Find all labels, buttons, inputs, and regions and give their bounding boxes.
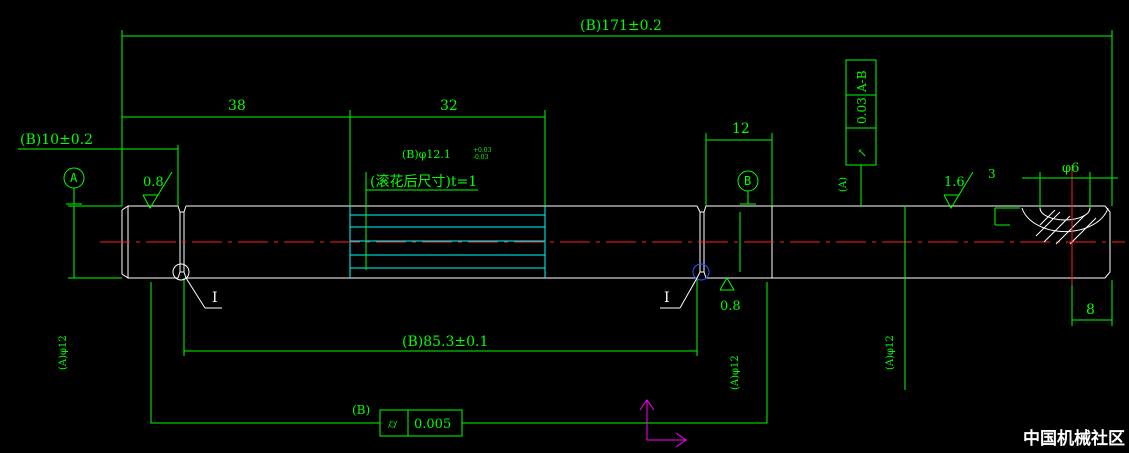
svg-text:↗: ↗ (855, 148, 869, 158)
svg-text:⌭: ⌭ (388, 417, 398, 432)
dim-knurl-note: (滚花后尺寸)t=1 (370, 173, 477, 190)
dim-32: 32 (440, 98, 458, 114)
detail-right: I (660, 263, 710, 309)
cylindricity-frame: ⌭ 0.005 (B) (150, 282, 768, 437)
end-section (1021, 165, 1109, 285)
runout-frame: A-B 0.03 ↗ (A) (838, 59, 877, 206)
dim-phi-6: φ6 (1062, 161, 1079, 176)
svg-text:0.03: 0.03 (855, 97, 869, 124)
detail-left: I (172, 263, 222, 309)
dim-12: 12 (732, 121, 750, 137)
dim-depth-3: 3 (988, 167, 996, 181)
dim-dia-left: (A)φ12 (58, 335, 69, 370)
roughness-left: 0.8 (142, 171, 173, 210)
dim-knurl-tol-up: +0.03 (473, 147, 492, 154)
svg-text:0.8: 0.8 (720, 299, 741, 314)
svg-text:0.005: 0.005 (414, 417, 451, 432)
datum-b: B (737, 170, 759, 205)
svg-text:(A): (A) (838, 177, 849, 192)
svg-text:A: A (70, 171, 78, 185)
svg-text:(B): (B) (352, 403, 370, 417)
dim-right-8: 8 (1086, 302, 1095, 318)
dim-knurl-tol-low: -0.03 (473, 154, 489, 161)
svg-text:A-B: A-B (855, 70, 869, 93)
ucs-icon (639, 399, 687, 448)
dim-dia-right: (A)φ12 (885, 335, 896, 370)
dim-38: 38 (228, 98, 246, 114)
watermark: 中国机械社区 (1023, 429, 1125, 449)
svg-text:1.6: 1.6 (944, 175, 965, 190)
dim-overall: (B)171±0.2 (580, 18, 662, 34)
svg-text:I: I (664, 290, 670, 306)
svg-text:0.8: 0.8 (143, 175, 164, 190)
dim-knurl-dia: (B)φ12.1 (402, 148, 451, 161)
roughness-mid: 0.8 (719, 277, 741, 314)
roughness-right: 1.6 (943, 171, 974, 210)
dim-left-shoulder: (B)10±0.2 (20, 132, 93, 148)
svg-text:I: I (212, 290, 218, 306)
dim-dia-mid: (A)φ12 (730, 355, 741, 390)
datum-a: A (63, 167, 85, 205)
svg-text:B: B (744, 174, 751, 188)
dim-mid-length: (B)85.3±0.1 (402, 334, 488, 350)
